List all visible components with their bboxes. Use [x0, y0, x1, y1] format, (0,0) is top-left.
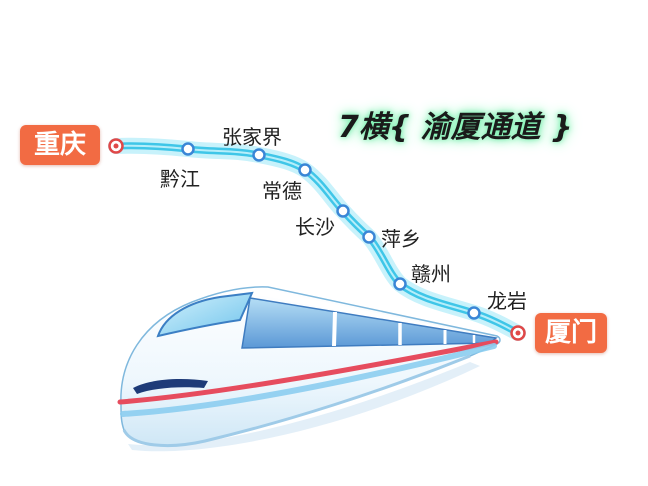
station-label-ganzhou: 赣州 — [411, 262, 451, 286]
corridor-title: 7横{ 渝厦通道 } — [338, 110, 573, 145]
train-illustration — [117, 286, 501, 452]
station-dots — [181, 142, 481, 320]
train-window-divider — [332, 311, 337, 347]
origin-dot — [108, 138, 124, 154]
station-label-changsha: 长沙 — [295, 215, 335, 239]
train-blue-stripe — [120, 343, 497, 417]
train-nose-grille — [133, 379, 208, 394]
station-labels: 黔江 张家界 常德 长沙 萍乡 赣州 龙岩 — [160, 125, 527, 313]
station-label-changde: 常德 — [262, 179, 302, 203]
train-skirt-edge — [122, 354, 471, 447]
station-dot-changsha — [336, 204, 350, 218]
station-dot-zhangjiajie — [252, 148, 266, 162]
station-dot-longyan — [467, 306, 481, 320]
train-red-stripe — [117, 339, 499, 405]
destination-label: 厦门 — [535, 313, 607, 353]
station-label-qianjiang: 黔江 — [160, 167, 200, 191]
station-dot-qianjiang — [181, 142, 195, 156]
station-dot-pingxiang — [362, 230, 376, 244]
destination-dot-center — [515, 330, 521, 336]
station-dot-changde — [298, 163, 312, 177]
train-windshield — [156, 291, 254, 338]
station-label-pingxiang: 萍乡 — [381, 227, 421, 251]
origin-dot-center — [113, 143, 119, 149]
station-label-zhangjiajie: 张家界 — [222, 125, 282, 149]
station-dot-ganzhou — [393, 277, 407, 291]
station-label-longyan: 龙岩 — [487, 289, 527, 313]
destination-dot — [510, 325, 526, 341]
origin-label: 重庆 — [20, 125, 100, 165]
